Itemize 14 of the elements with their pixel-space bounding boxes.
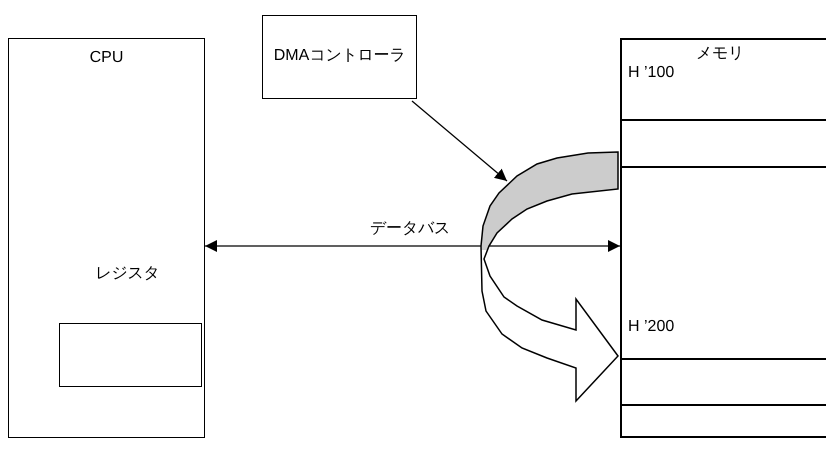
leader-line: [412, 100, 508, 182]
register-label: レジスタ: [94, 264, 160, 284]
address-label: H ’200: [628, 318, 674, 336]
block-arrow: [480, 151, 619, 403]
bus-arrow: [205, 240, 620, 252]
address-label: H ’100: [628, 64, 674, 82]
node-label: DMAコントローラ: [272, 46, 406, 66]
controller-box: [262, 15, 417, 99]
memory-cell: [622, 358, 826, 406]
memory-box: [620, 38, 826, 438]
cpu-box: [8, 38, 205, 438]
memory-cell: [622, 119, 826, 168]
node-label: メモリ: [695, 44, 745, 64]
node-label: CPU: [88, 49, 124, 67]
